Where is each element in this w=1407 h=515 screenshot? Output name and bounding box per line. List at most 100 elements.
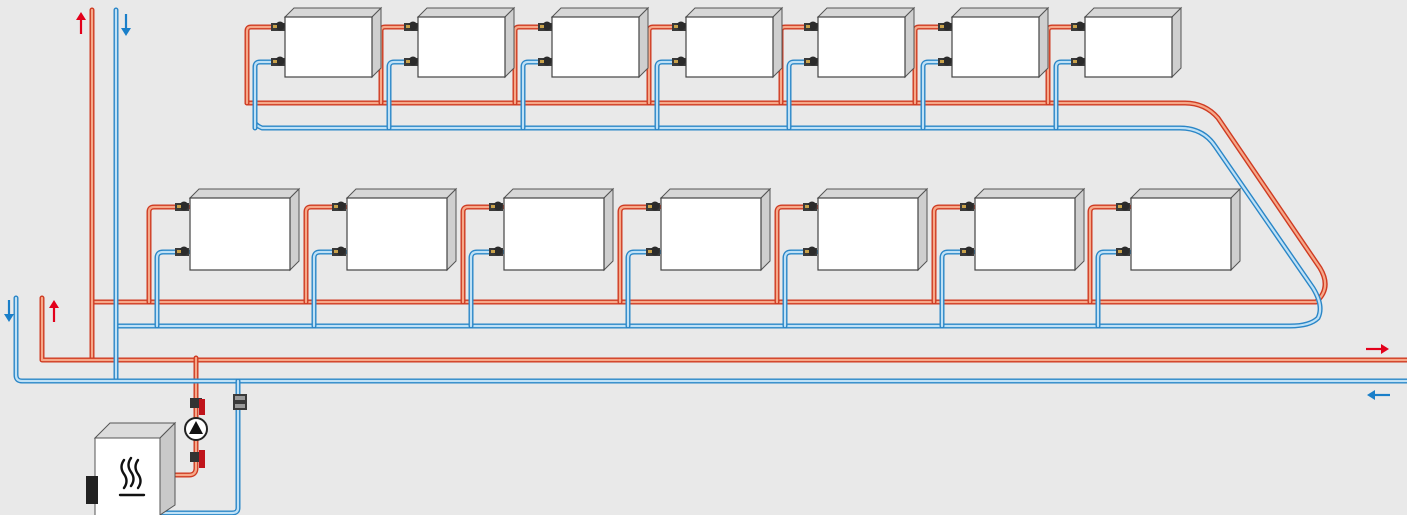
return-pipes <box>13 7 1407 515</box>
supply-branch-upper-core <box>647 25 686 105</box>
thermostatic-valve-icon <box>404 21 418 31</box>
supply-branch-lower-core <box>1088 205 1131 304</box>
thermostatic-valve-icon <box>332 201 346 211</box>
heating-boiler-icon <box>86 421 177 515</box>
thermostatic-valve-icon <box>233 394 247 410</box>
return-branch-lower-core <box>626 250 661 328</box>
radiator-lower <box>659 187 772 272</box>
thermostatic-valve-icon <box>489 201 503 211</box>
return-main-horizontal-core <box>14 296 1407 383</box>
return-branch-upper <box>654 59 687 131</box>
flow-arrow-down-icon <box>121 14 131 36</box>
return-collector-main-core <box>114 120 1322 328</box>
thermostatic-valve-icon <box>489 246 503 256</box>
thermostatic-valve-icon <box>672 21 686 31</box>
return-branch-upper-core <box>253 60 285 130</box>
thermostatic-valve-icon <box>538 21 552 31</box>
thermostatic-valve-icon <box>672 56 686 66</box>
thermostatic-valve-icon <box>803 246 817 256</box>
radiator-upper <box>550 6 650 79</box>
return-branch-upper-core <box>921 60 952 130</box>
flow-arrow-up-icon <box>76 12 86 34</box>
thermostatic-valve-icon <box>1071 56 1085 66</box>
return-branch-upper-core <box>387 60 418 130</box>
radiator-valves <box>175 21 1130 256</box>
return-main-horizontal <box>13 295 1407 384</box>
radiator-lower <box>188 187 301 272</box>
return-branch-lower-core <box>940 250 975 328</box>
thermostatic-valve-icon <box>960 201 974 211</box>
radiator-lower <box>973 187 1086 272</box>
radiators <box>188 6 1242 272</box>
return-branch-lower <box>939 249 976 329</box>
supply-branch-upper-core <box>513 25 552 105</box>
supply-collector-main-core <box>90 101 1327 304</box>
flow-arrow-up-icon <box>49 300 59 322</box>
radiator-upper <box>416 6 516 79</box>
radiator-lower <box>1129 187 1242 272</box>
return-branch-lower <box>311 249 348 329</box>
supply-from-boiler-core <box>174 438 198 477</box>
radiator-lower <box>502 187 615 272</box>
return-branch-lower <box>468 249 505 329</box>
flow-arrow-down-icon <box>4 300 14 322</box>
supply-branch-lower-core <box>775 205 818 304</box>
return-branch-upper <box>786 59 819 131</box>
radiator-upper <box>950 6 1050 79</box>
ball-valve-icon <box>190 398 205 415</box>
supply-branch-lower-core <box>147 205 190 304</box>
thermostatic-valve-icon <box>1116 246 1130 256</box>
thermostatic-valve-icon <box>404 56 418 66</box>
return-branch-upper <box>386 59 419 131</box>
thermostatic-valve-icon <box>938 21 952 31</box>
radiator-upper <box>684 6 784 79</box>
flow-arrow-right-icon <box>1366 344 1389 354</box>
return-branch-lower-core <box>469 250 504 328</box>
thermostatic-valve-icon <box>1071 21 1085 31</box>
return-branch-lower-core <box>155 250 190 328</box>
thermostatic-valve-icon <box>938 56 952 66</box>
return-branch-upper-core <box>787 60 818 130</box>
supply-branch-lower-core <box>932 205 975 304</box>
thermostatic-valve-icon <box>175 246 189 256</box>
radiator-upper <box>1083 6 1183 79</box>
heat-waves-icon <box>118 456 146 497</box>
thermostatic-valve-icon <box>804 56 818 66</box>
thermostatic-valve-icon <box>646 246 660 256</box>
radiator-lower <box>816 187 929 272</box>
return-branch-upper <box>252 59 286 131</box>
ball-valve-icon <box>190 450 205 468</box>
return-to-boiler-core <box>156 379 240 515</box>
radiator-upper <box>283 6 383 79</box>
thermostatic-valve-icon <box>175 201 189 211</box>
return-branch-upper-core <box>521 60 552 130</box>
return-branch-upper <box>920 59 953 131</box>
boiler-burner-icon <box>86 476 98 504</box>
flow-arrow-left-icon <box>1367 390 1390 400</box>
circulation-pump-icon <box>184 417 208 441</box>
supply-main-horizontal <box>39 295 1407 363</box>
return-branch-lower-core <box>1096 250 1131 328</box>
return-branch-lower-core <box>312 250 347 328</box>
return-branch-upper <box>520 59 553 131</box>
radiator-upper <box>816 6 916 79</box>
thermostatic-valve-icon <box>960 246 974 256</box>
radiator-lower <box>345 187 458 272</box>
return-branch-lower <box>782 249 819 329</box>
supply-branch-upper-core <box>245 25 285 105</box>
supply-branch-lower-core <box>618 205 661 304</box>
supply-branch-lower-core <box>461 205 504 304</box>
return-branch-lower <box>154 249 191 329</box>
return-branch-lower <box>625 249 662 329</box>
thermostatic-valve-icon <box>332 246 346 256</box>
supply-main-horizontal-core <box>40 296 1407 362</box>
thermostatic-valve-icon <box>646 201 660 211</box>
return-branch-lower-core <box>783 250 818 328</box>
thermostatic-valve-icon <box>1116 201 1130 211</box>
thermostatic-valve-icon <box>271 56 285 66</box>
return-branch-upper-core <box>1054 60 1085 130</box>
thermostatic-valve-icon <box>803 201 817 211</box>
thermostatic-valve-icon <box>538 56 552 66</box>
supply-branch-lower-core <box>304 205 347 304</box>
